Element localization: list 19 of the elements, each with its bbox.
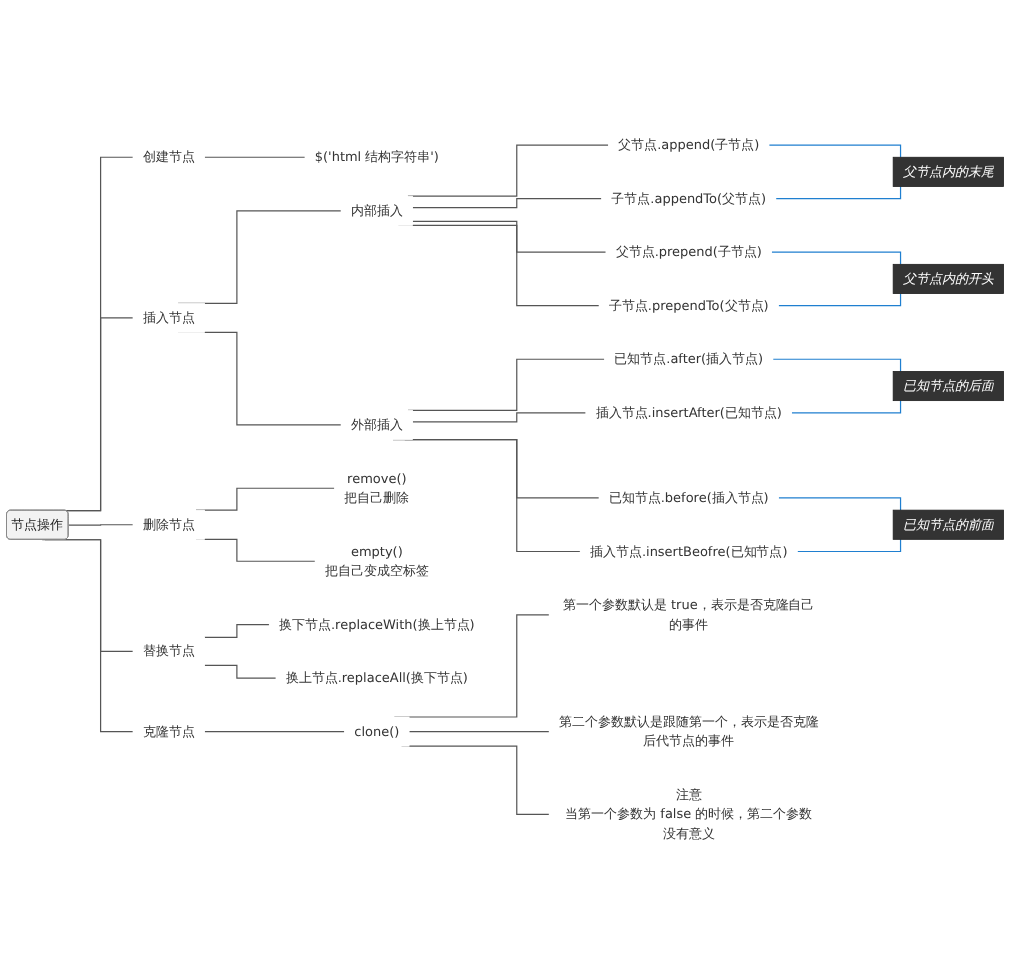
connector bbox=[203, 665, 277, 680]
connector bbox=[777, 293, 902, 307]
connector bbox=[203, 157, 306, 159]
connector bbox=[411, 198, 603, 209]
connector bbox=[408, 731, 550, 733]
connector bbox=[772, 359, 902, 373]
connector bbox=[411, 221, 607, 254]
connector bbox=[775, 186, 902, 200]
connector bbox=[67, 524, 134, 527]
connector bbox=[411, 412, 587, 423]
connector bbox=[407, 359, 606, 412]
connector bbox=[768, 145, 902, 159]
connector bbox=[203, 731, 346, 733]
connector bbox=[407, 145, 610, 198]
connector bbox=[203, 624, 270, 639]
connector bbox=[796, 539, 902, 553]
connector bbox=[777, 497, 902, 512]
connector bbox=[770, 252, 902, 266]
connector bbox=[791, 400, 902, 414]
